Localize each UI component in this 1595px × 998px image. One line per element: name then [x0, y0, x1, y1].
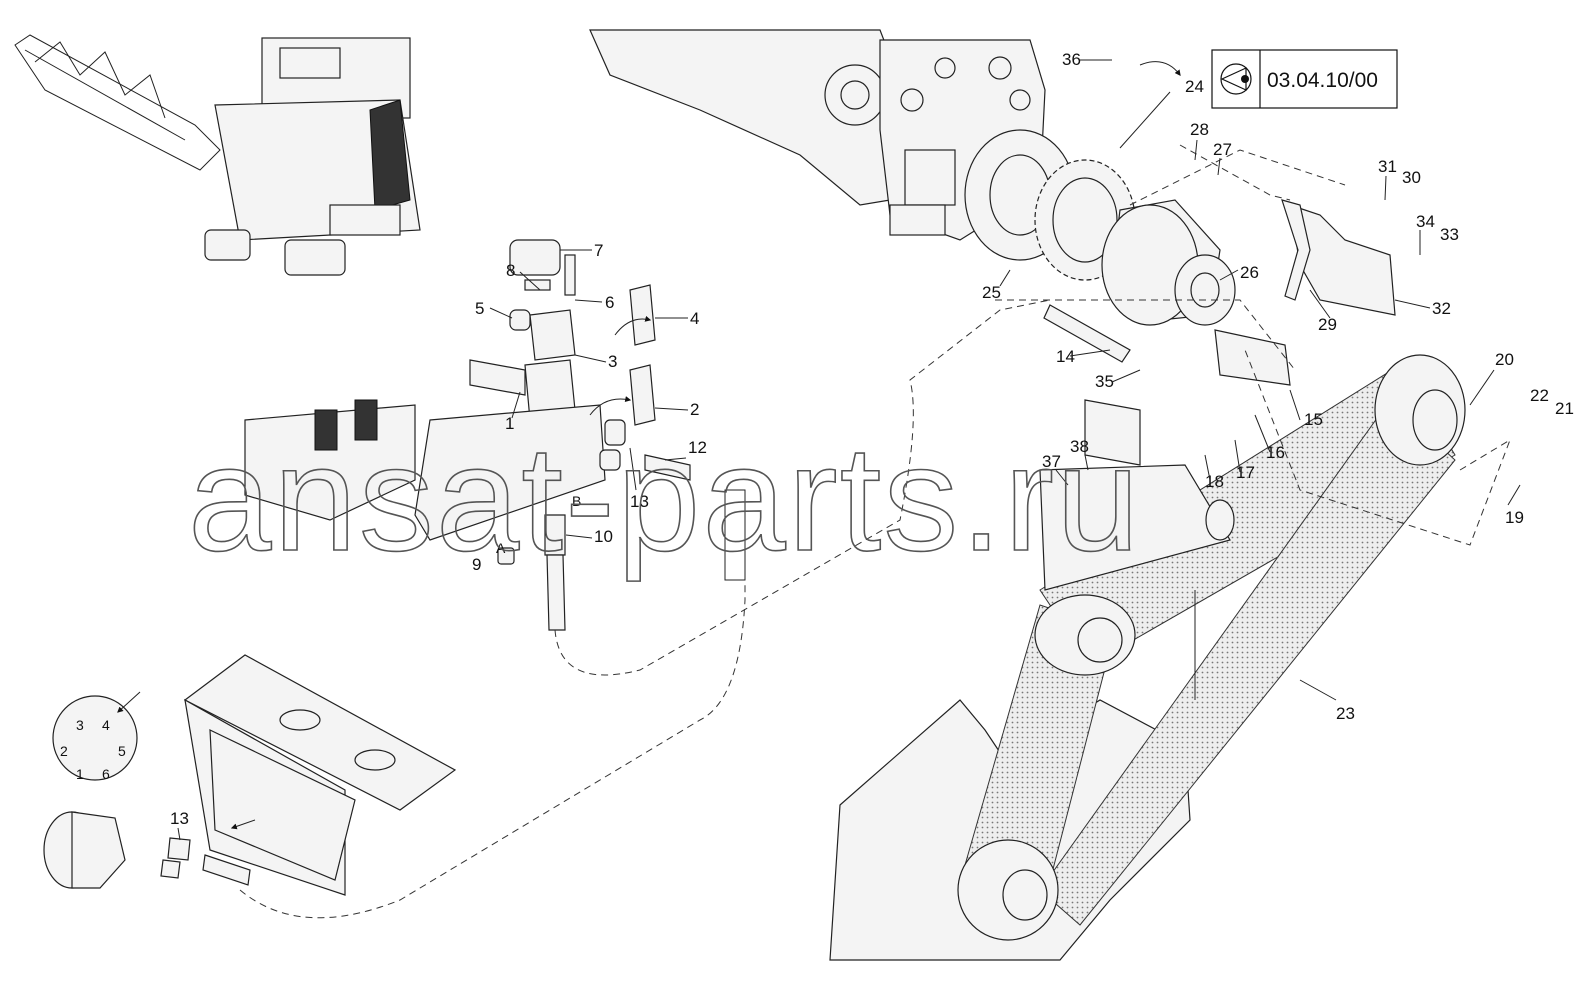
- engine-assembly-illustration: [589, 29, 1396, 326]
- machine-overview-illustration: [14, 34, 421, 276]
- pin-number-4: 4: [102, 717, 110, 733]
- callout-8: 8: [506, 261, 515, 280]
- callout-14: 14: [1056, 347, 1075, 366]
- callout-24: 24: [1185, 77, 1204, 96]
- pin-number-2: 2: [60, 743, 68, 759]
- port-letter-a: A: [496, 540, 506, 556]
- connection-lines: [239, 91, 1511, 919]
- callout-23: 23: [1336, 704, 1355, 723]
- callout-36: 36: [1062, 50, 1081, 69]
- belt-drive-illustration: [829, 304, 1466, 961]
- callout-22: 22: [1530, 386, 1549, 405]
- callout-26: 26: [1240, 263, 1259, 282]
- callout-30: 30: [1402, 168, 1421, 187]
- callout-13-upper: 13: [630, 492, 649, 511]
- callout-33: 33: [1440, 225, 1459, 244]
- callout-31: 31: [1378, 157, 1397, 176]
- direction-arrows: [117, 61, 1181, 830]
- callout-2: 2: [690, 400, 699, 419]
- reference-code: 03.04.10/00: [1267, 69, 1378, 92]
- callout-10: 10: [594, 527, 613, 546]
- callout-6: 6: [605, 293, 614, 312]
- callout-37: 37: [1042, 452, 1061, 471]
- callout-34: 34: [1416, 212, 1435, 231]
- connector-face-illustration: [52, 695, 138, 781]
- pin-number-1: 1: [76, 766, 84, 782]
- eye-view-icon: [1220, 63, 1252, 95]
- callout-32: 32: [1432, 299, 1451, 318]
- callout-3: 3: [608, 352, 617, 371]
- pin-number-3: 3: [76, 717, 84, 733]
- callout-35: 35: [1095, 372, 1114, 391]
- callout-13-lower: 13: [170, 809, 189, 828]
- callout-38: 38: [1070, 437, 1089, 456]
- callout-21: 21: [1555, 399, 1574, 418]
- reference-box[interactable]: 03.04.10/00: [1211, 49, 1398, 109]
- pin-number-5: 5: [118, 743, 126, 759]
- callout-18: 18: [1205, 472, 1224, 491]
- callout-16: 16: [1266, 443, 1285, 462]
- callout-5: 5: [475, 299, 484, 318]
- pin-number-6: 6: [102, 766, 110, 782]
- callouts: 1 2 3 4 5 6 7 8 9 10 12 13 13 14 15 16 1…: [60, 50, 1574, 828]
- leader-lines: [177, 59, 1521, 841]
- callout-1: 1: [505, 414, 514, 433]
- callout-9: 9: [472, 555, 481, 574]
- callout-4: 4: [690, 309, 699, 328]
- port-letter-b: B: [572, 493, 581, 509]
- callout-12: 12: [688, 438, 707, 457]
- callout-15: 15: [1304, 410, 1323, 429]
- watermark: ansat-parts.ru: [188, 414, 1141, 582]
- callout-20: 20: [1495, 350, 1514, 369]
- callout-7: 7: [594, 241, 603, 260]
- valve-assembly-illustration: [244, 239, 691, 631]
- callout-19: 19: [1505, 508, 1524, 527]
- callout-29: 29: [1318, 315, 1337, 334]
- electrical-housing-illustration: [43, 654, 457, 896]
- callout-27: 27: [1213, 140, 1232, 159]
- callout-17: 17: [1236, 463, 1255, 482]
- callout-25: 25: [982, 283, 1001, 302]
- callout-28: 28: [1190, 120, 1209, 139]
